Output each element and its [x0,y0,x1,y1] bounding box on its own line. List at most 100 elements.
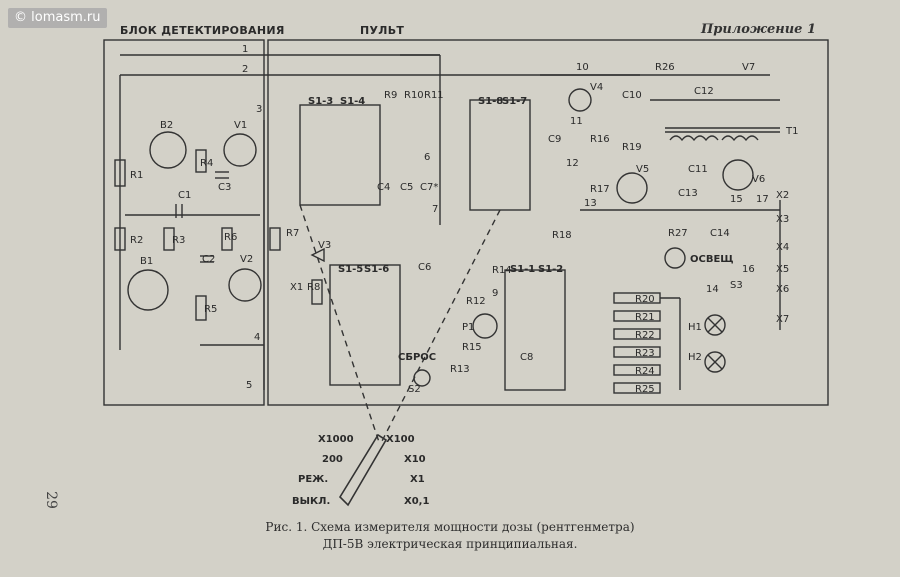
node-11: 11 [570,116,583,127]
label-v1: V1 [234,120,247,131]
switch-s1-2: S1-2 [538,264,563,275]
node-13: 13 [584,198,597,209]
label-x6: X6 [776,284,789,295]
label-h2: H2 [688,352,702,363]
node-7: 7 [432,204,438,215]
label-v3: V3 [318,240,331,251]
selector-mode: РЕЖ. [298,474,328,485]
label-r24: R24 [635,366,655,377]
label-r23: R23 [635,348,655,359]
label-c1: C1 [178,190,191,201]
switch-s1-8: S1-8 [478,96,503,107]
label-x4: X4 [776,242,789,253]
label-x2: X2 [776,190,789,201]
label-c2: C2 [202,254,215,265]
label-r5: R5 [204,304,217,315]
label-c10: C10 [622,90,642,101]
label-c8: C8 [520,352,533,363]
selector-200: 200 [322,454,343,465]
label-v2: V2 [240,254,253,265]
meter-p1 [472,313,498,339]
label-r21: R21 [635,312,655,323]
label-r1: R1 [130,170,143,181]
label-c4: C4 [377,182,390,193]
label-x5: X5 [776,264,789,275]
reset-button-label: СБРОС [398,352,436,363]
label-v4: V4 [590,82,603,93]
selector-x1: X1 [410,474,425,485]
switch-s1-1: S1-1 [510,264,535,275]
label-x7: X7 [776,314,789,325]
lamp-h1 [704,314,726,336]
label-r19: R19 [622,142,642,153]
detector-block-outline [103,39,265,406]
label-t1: T1 [785,126,798,137]
label-c12: C12 [694,86,714,97]
tube-v2 [228,268,262,302]
selector-x01: X0,1 [404,496,429,507]
label-v5: V5 [636,164,649,175]
switch-s1-7: S1-7 [502,96,527,107]
node-10: 10 [576,62,589,73]
transistor-v6 [722,159,754,191]
node-4: 4 [254,332,260,343]
detector-b1 [127,269,169,311]
label-r3: R3 [172,235,185,246]
label-x3: X3 [776,214,789,225]
reset-switch [413,369,431,387]
label-b1: B1 [140,256,153,267]
label-r20: R20 [635,294,655,305]
switch-s1-3: S1-3 [308,96,333,107]
label-b2: B2 [160,120,173,131]
node-3: 3 [256,104,262,115]
node-5: 5 [246,380,252,391]
label-v6: V6 [752,174,765,185]
label-c11: C11 [688,164,708,175]
label-r9: R9 [384,90,397,101]
label-r17: R17 [590,184,610,195]
selector-off: ВЫКЛ. [292,496,330,507]
label-r13: R13 [450,364,470,375]
console-block-outline [267,39,829,406]
label-r11: R11 [424,90,444,101]
label-r22: R22 [635,330,655,341]
label-c3: C3 [218,182,231,193]
label-s2: S2 [408,384,421,395]
selector-x1000: X1000 [318,434,354,445]
label-s3: S3 [730,280,743,291]
lamp-v4 [568,88,592,112]
label-r14: R14 [492,265,512,276]
figure-caption-line1: Рис. 1. Схема измерителя мощности дозы (… [265,520,635,534]
tube-v1 [223,133,257,167]
label-r7: R7 [286,228,299,239]
label-r15: R15 [462,342,482,353]
label-r10: R10 [404,90,424,101]
node-9: 9 [492,288,498,299]
node-2: 2 [242,64,248,75]
label-r25: R25 [635,384,655,395]
label-c13: C13 [678,188,698,199]
node-12: 12 [566,158,579,169]
node-6: 6 [424,152,430,163]
selector-x10: X10 [404,454,426,465]
node-14: 14 [706,284,719,295]
detector-b2 [149,131,187,169]
light-button-label: ОСВЕЩ [690,254,734,265]
label-h1: H1 [688,322,702,333]
label-c6: C6 [418,262,431,273]
node-15: 15 [730,194,743,205]
selector-x100: X100 [386,434,415,445]
label-c9: C9 [548,134,561,145]
transistor-v5 [616,172,648,204]
label-p1: P1 [462,322,474,333]
label-r12: R12 [466,296,486,307]
label-r16: R16 [590,134,610,145]
label-v7: V7 [742,62,755,73]
console-block-title: ПУЛЬТ [360,24,404,37]
label-r8: R8 [307,282,320,293]
label-r4: R4 [200,158,213,169]
lamp-h2 [704,351,726,373]
label-r27: R27 [668,228,688,239]
